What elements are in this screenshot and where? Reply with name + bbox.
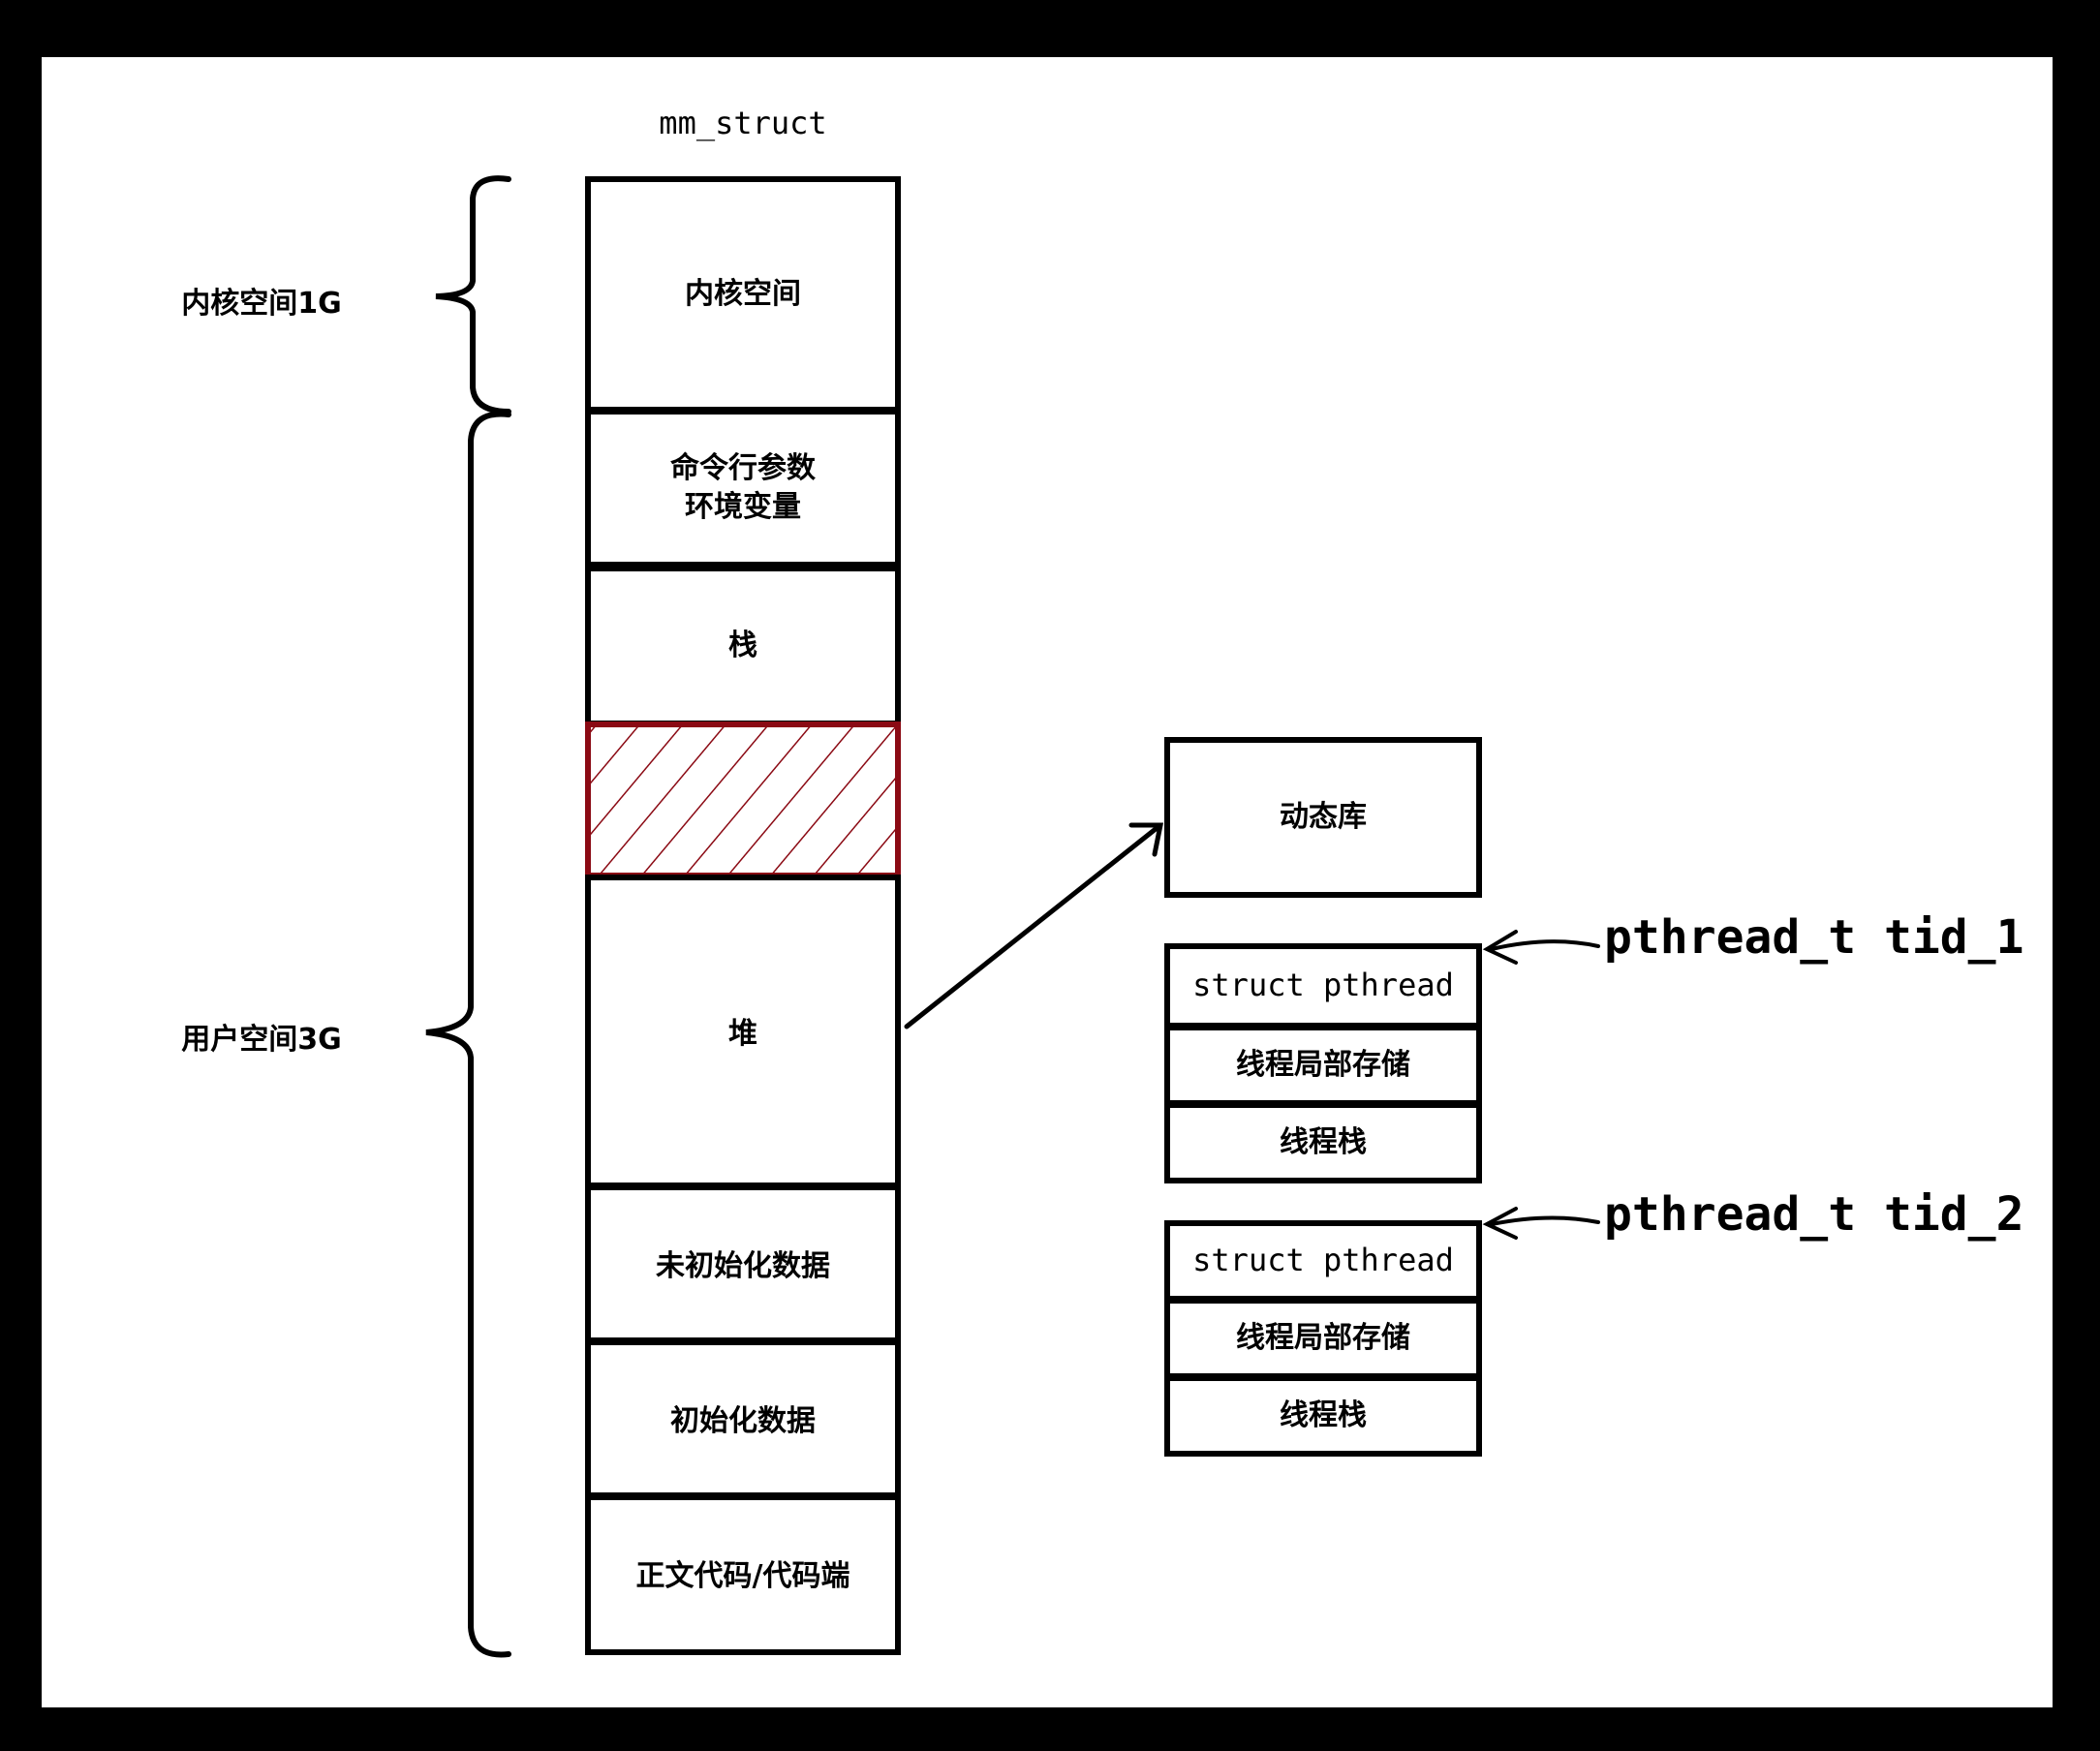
thread1-tls-label: 线程局部存储: [1236, 1048, 1410, 1082]
segment-label-bss: 未初始化数据: [656, 1249, 830, 1283]
thread1-struct-label: struct pthread: [1192, 967, 1454, 1003]
thread1-stack-label: 线程栈: [1280, 1125, 1367, 1159]
segment-label-stack: 栈: [728, 629, 757, 662]
paper: [36, 51, 2058, 1713]
segment-data: [585, 1339, 901, 1498]
kernel-brace: [435, 175, 511, 415]
segment-label-heap: 堆: [728, 1017, 757, 1051]
dynlib-label: 动态库: [1280, 800, 1367, 834]
user-space-label: 用户空间3G: [181, 1023, 342, 1057]
segment-label-text: 正文代码/代码端: [635, 1559, 850, 1593]
thread2-struct-label: struct pthread: [1192, 1242, 1454, 1278]
diagram-title: mm_struct: [659, 105, 827, 141]
thread2-stack: [1164, 1220, 1482, 1457]
tid1-label: pthread_t tid_1: [1604, 910, 2024, 965]
tid2-label: pthread_t tid_2: [1604, 1187, 2024, 1242]
segment-label-kernel: 内核空间: [685, 277, 801, 311]
segment-text: [585, 1494, 901, 1655]
segment-kernel: [585, 176, 901, 413]
tid2-arrow: [1482, 1207, 1600, 1240]
segment-mmap: [585, 722, 901, 878]
memory-column: [585, 176, 901, 1655]
segment-label-data: 初始化数据: [670, 1404, 816, 1438]
segment-label-args-env: 命令行参数 环境变量: [670, 451, 816, 524]
thread1-stack: [1164, 943, 1482, 1183]
heap-to-dynlib-arrow: [904, 822, 1164, 1029]
segment-heap: [585, 875, 901, 1188]
thread2-stack-label: 线程栈: [1280, 1398, 1367, 1432]
tid1-arrow: [1482, 930, 1600, 965]
user-brace: [425, 411, 511, 1658]
segment-stack: [585, 566, 901, 726]
kernel-space-label: 内核空间1G: [181, 287, 342, 321]
thread2-tls-label: 线程局部存储: [1236, 1321, 1410, 1355]
segment-args-env: [585, 409, 901, 568]
dynlib-box: [1164, 737, 1482, 898]
